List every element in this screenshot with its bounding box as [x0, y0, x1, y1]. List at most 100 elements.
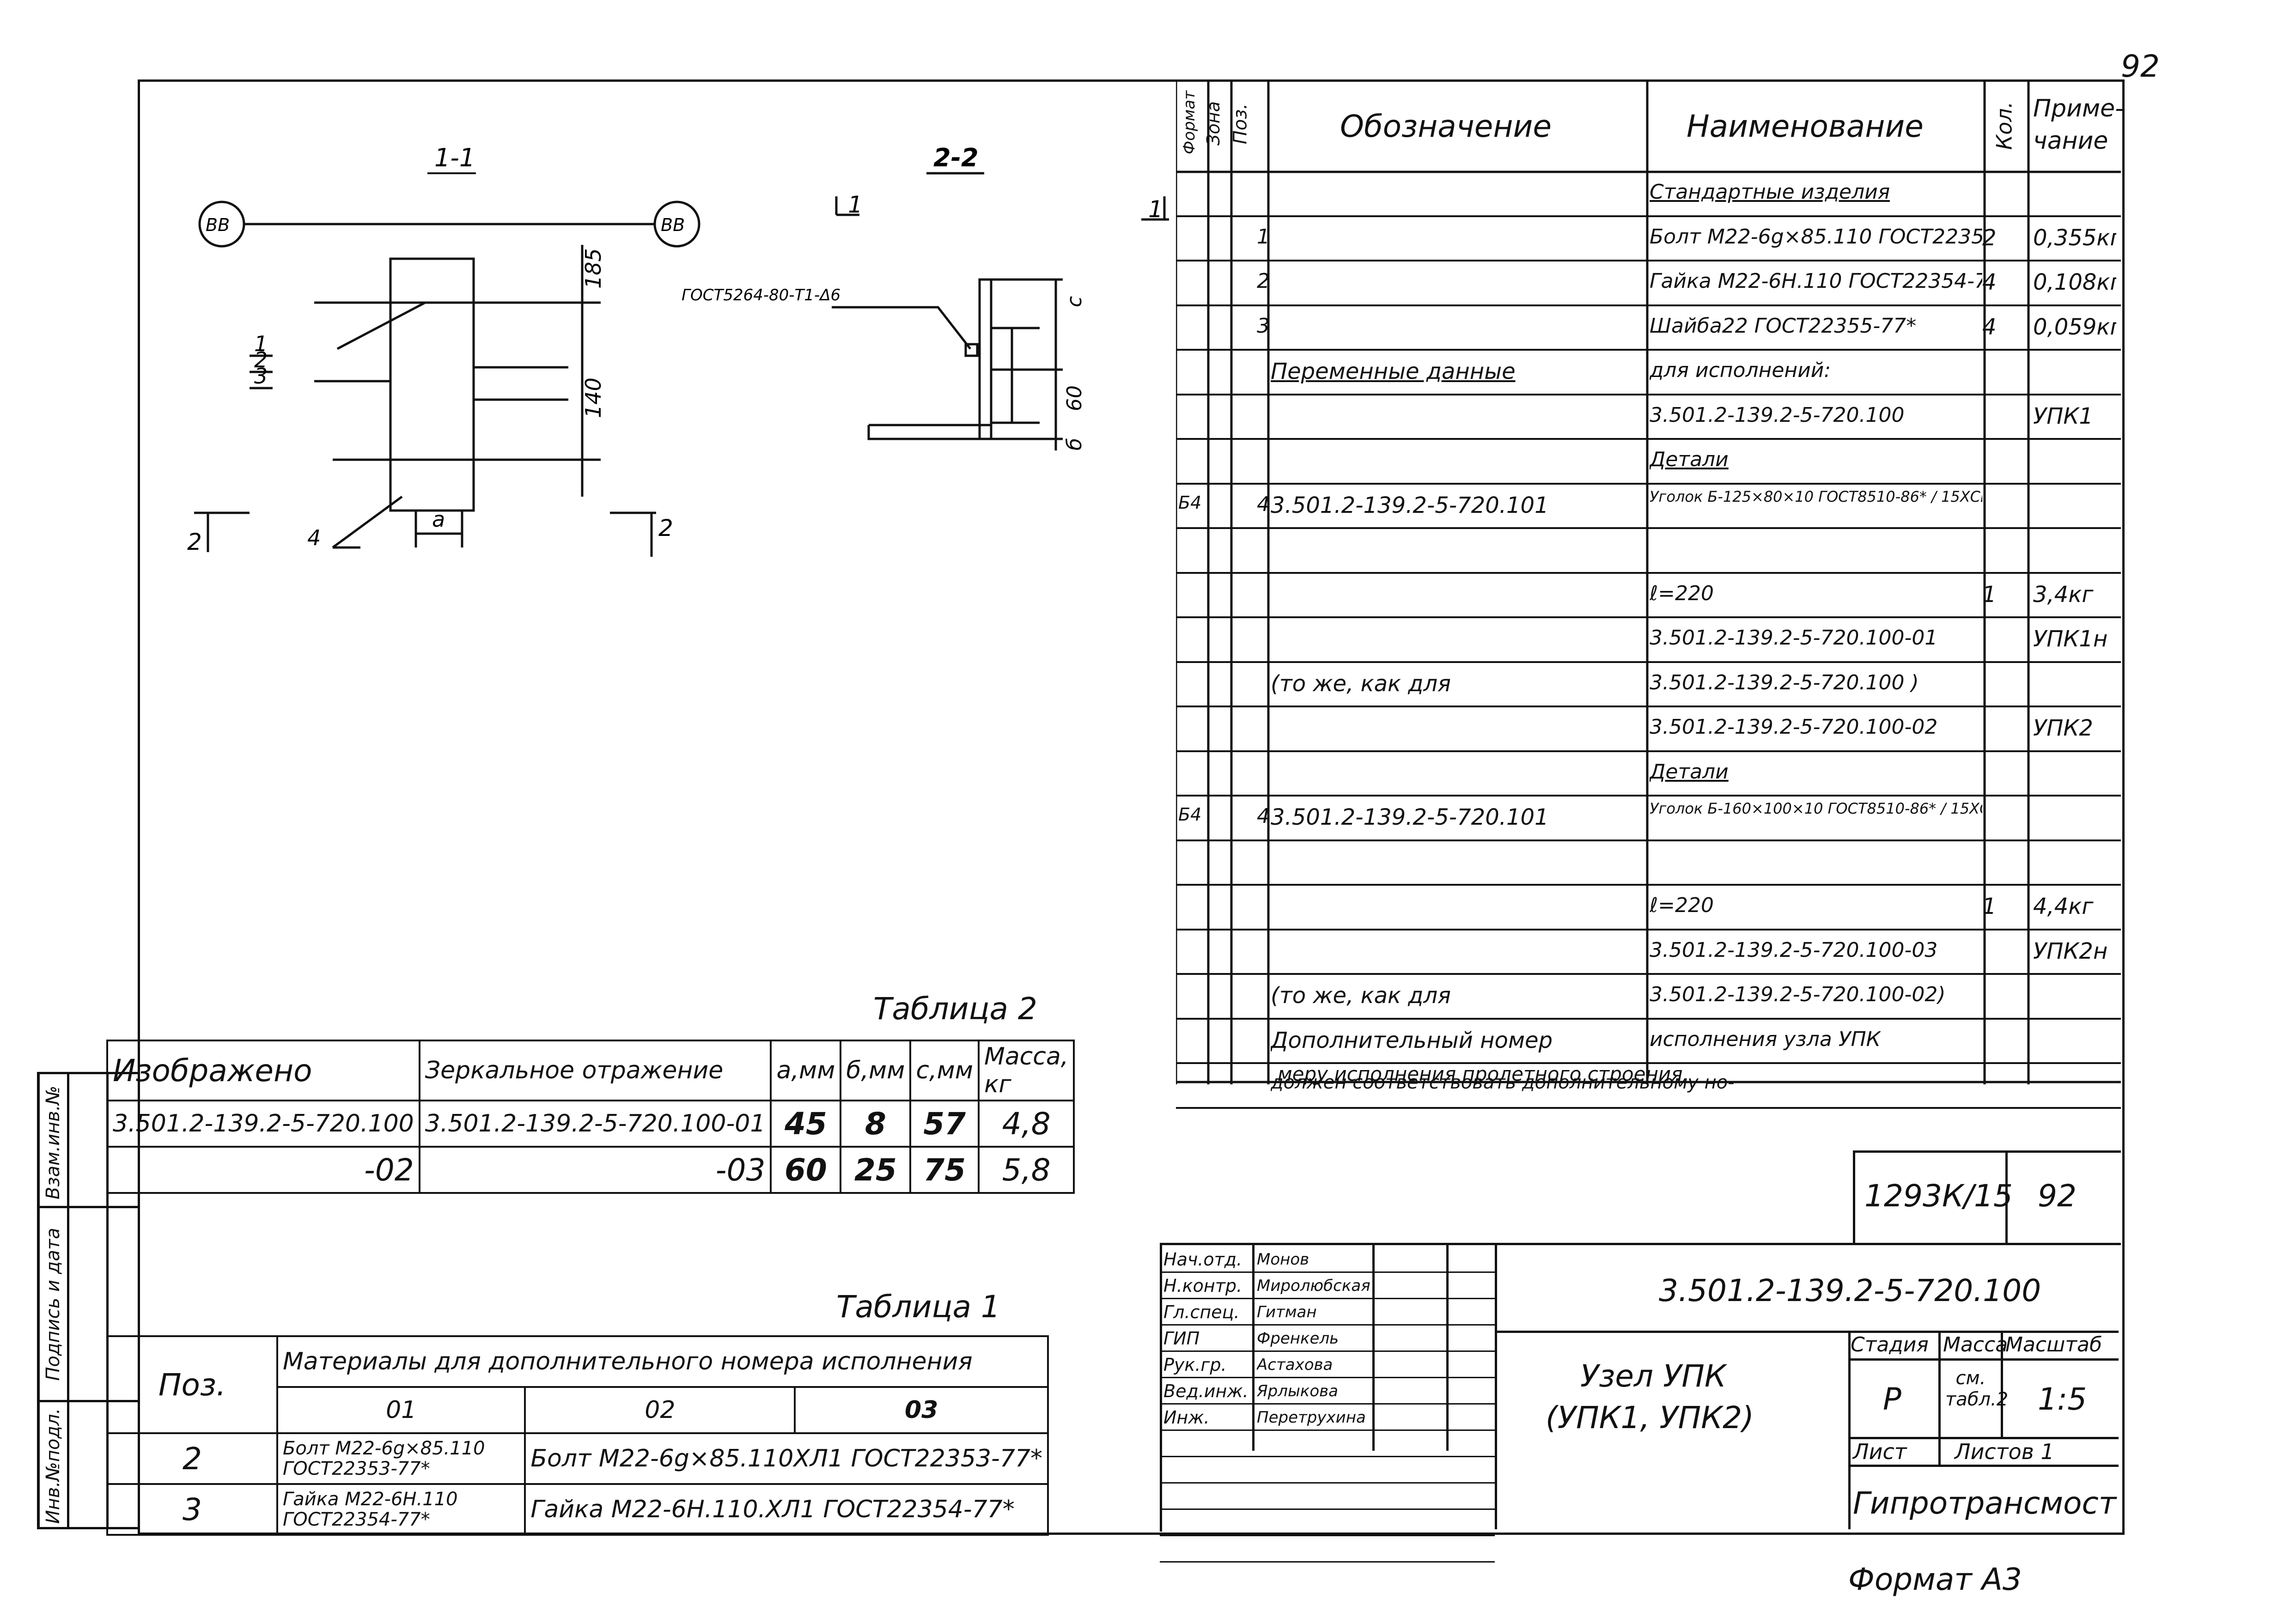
spec-pos-cell: 4: [1257, 492, 1270, 516]
spec-fmt-cell: Б4: [1178, 804, 1202, 825]
role-row-line: [1160, 1350, 1495, 1352]
side-inv-replace: Взам.инв.№: [43, 1085, 64, 1200]
spec-note-cell: УПК1: [2033, 403, 2093, 429]
side-sign-date: Подпись и дата: [43, 1228, 64, 1381]
spec-header-format: Формат: [1180, 91, 1199, 154]
spec-des-cell: должен соответствовать дополнительному н…: [1271, 1072, 1735, 1093]
role-person: Астахова: [1257, 1356, 1333, 1374]
section-drawing: 1-1 2-2 ВВ ВВ 1 1 2 2 1 2 3 4 185 140 a …: [187, 143, 1169, 557]
spec-name-cell: 3.501.2-139.2-5-720.100-03: [1650, 938, 1938, 962]
role-person: Гитман: [1257, 1303, 1317, 1321]
role-label: ГИП: [1163, 1328, 1200, 1349]
spec-fmt-cell: Б4: [1178, 492, 1202, 513]
sheet-number: 92: [2038, 1178, 2077, 1214]
dim-a: a: [432, 507, 445, 532]
role-label: Инж.: [1163, 1407, 1210, 1428]
spec-note-cell: УПК2: [2033, 715, 2093, 741]
pos-1: 1: [254, 331, 268, 356]
role-person: Френкель: [1257, 1329, 1339, 1348]
t2-h4: с,мм: [909, 1040, 980, 1101]
role-row-line: [1160, 1482, 1495, 1484]
t2-r0c2: 45: [770, 1100, 842, 1148]
archive-box: [1853, 1150, 2121, 1245]
role-label: Рук.гр.: [1163, 1355, 1227, 1375]
spec-row-line: [1176, 349, 2121, 351]
spec-des-cell: Дополнительный номер: [1271, 1027, 1553, 1053]
spec-name-cell: 3.501.2-139.2-5-720.100-01: [1650, 626, 1938, 650]
table1-title: Таблица 1: [836, 1289, 1000, 1325]
t2-h1: Зеркальное отражение: [418, 1040, 772, 1101]
spec-row-line: [1176, 482, 2121, 485]
spec-note-cell: УПК1н: [2033, 626, 2108, 652]
spec-row-line: [1176, 661, 2121, 663]
spec-row-line: [1176, 795, 2121, 797]
spec-qty-cell: 1: [1982, 894, 1997, 919]
t2-r0c1: 3.501.2-139.2-5-720.100-01: [418, 1100, 772, 1148]
role-row-line: [1160, 1535, 1495, 1536]
t2-r1c2: 60: [770, 1146, 842, 1194]
t1-r0-c0203: Болт М22-6g×85.110ХЛ1 ГОСТ22353-77*: [524, 1432, 1049, 1485]
spec-header-designation: Обозначение: [1340, 109, 1552, 144]
spec-row-line: [1176, 750, 2121, 752]
spec-name-cell: Гайка М22-6Н.110 ГОСТ22354-77*: [1650, 269, 1982, 293]
t2-r0c3: 8: [840, 1100, 912, 1148]
t2-r1c5: 5,8: [977, 1146, 1075, 1194]
t2-h0: Изображено: [106, 1040, 420, 1101]
t2-r0c5: 4,8: [977, 1100, 1075, 1148]
role-row-line: [1160, 1508, 1495, 1510]
spec-header-pos: Поз.: [1230, 103, 1251, 145]
organization: Гипротрансмост: [1853, 1485, 2117, 1521]
spec-header-zone: Зона: [1203, 101, 1224, 146]
t2-r1c0: -02: [106, 1146, 420, 1194]
cut-2-left: 2: [187, 529, 202, 555]
archive-number: 1293К/15: [1864, 1178, 2013, 1214]
t1-pos-header: Поз.: [106, 1335, 278, 1434]
marker-right-label: ВВ: [661, 215, 685, 235]
dim-b: б: [1063, 438, 1086, 450]
table2-title: Таблица 2: [873, 991, 1037, 1027]
spec-name-cell: 3.501.2-139.2-5-720.100: [1650, 403, 1905, 427]
spec-row-line: [1176, 1107, 2121, 1109]
t1-group-header: Материалы для дополнительного номера исп…: [276, 1335, 1049, 1388]
spec-name-cell: Детали: [1650, 760, 1729, 784]
spec-row-line: [1176, 260, 2121, 262]
spec-qty-cell: 4: [1982, 314, 1997, 340]
side-inv-orig: Инв.№подл.: [43, 1408, 64, 1524]
page-number: 92: [2121, 49, 2160, 84]
pos-4: 4: [307, 525, 321, 550]
role-row-line: [1160, 1456, 1495, 1457]
table1: Поз. Материалы для дополнительного номер…: [106, 1335, 1049, 1536]
spec-note-cell: 0,355кг: [2033, 225, 2116, 251]
table2: Изображено Зеркальное отражение a,мм б,м…: [106, 1040, 1075, 1194]
mass-value: см. табл.2: [1945, 1368, 2009, 1410]
spec-last-line: меру исполнения пролетного строения: [1278, 1063, 1683, 1085]
t2-r0c4: 57: [909, 1100, 980, 1148]
role-row-line: [1160, 1377, 1495, 1378]
format-label: Формат А3: [1848, 1562, 2022, 1597]
spec-name-cell: 3.501.2-139.2-5-720.100-02: [1650, 715, 1938, 739]
cut-2-right: 2: [658, 515, 673, 541]
t2-h5: Масса, кг: [977, 1040, 1075, 1101]
spec-des-cell: (то же, как для: [1271, 670, 1451, 697]
t1-r1-c01: Гайка М22-6Н.110 ГОСТ22354-77*: [276, 1483, 526, 1536]
section-1-title: 1-1: [434, 143, 475, 172]
section-2-title: 2-2: [933, 143, 979, 172]
spec-des-cell: Переменные данные: [1271, 359, 1516, 384]
spec-pos-cell: 3: [1257, 314, 1270, 338]
mass-header: Масса: [1943, 1333, 2008, 1356]
spec-note-cell: 3,4кг: [2033, 581, 2094, 608]
spec-row-line: [1176, 839, 2121, 841]
item-name-2: (УПК1, УПК2): [1546, 1400, 1754, 1435]
marker-left-label: ВВ: [206, 215, 230, 235]
scale-value: 1:5: [2038, 1381, 2087, 1417]
spec-name-cell: Уголок Б-125×80×10 ГОСТ8510-86* / 15ХСНД…: [1650, 487, 1982, 505]
spec-qty-cell: 2: [1982, 225, 1997, 251]
weld-note: ГОСТ5264-80-Т1-Δ6: [682, 286, 840, 304]
dim-185: 185: [581, 248, 606, 289]
pos-2: 2: [254, 347, 268, 372]
spec-name-cell: Уголок Б-160×100×10 ГОСТ8510-86* / 15ХСН…: [1650, 800, 1982, 817]
spec-note-cell: 0,059кг: [2033, 314, 2116, 340]
spec-row-line: [1176, 572, 2121, 574]
item-name-1: Узел УПК: [1580, 1358, 1726, 1394]
spec-row-line: [1176, 706, 2121, 707]
